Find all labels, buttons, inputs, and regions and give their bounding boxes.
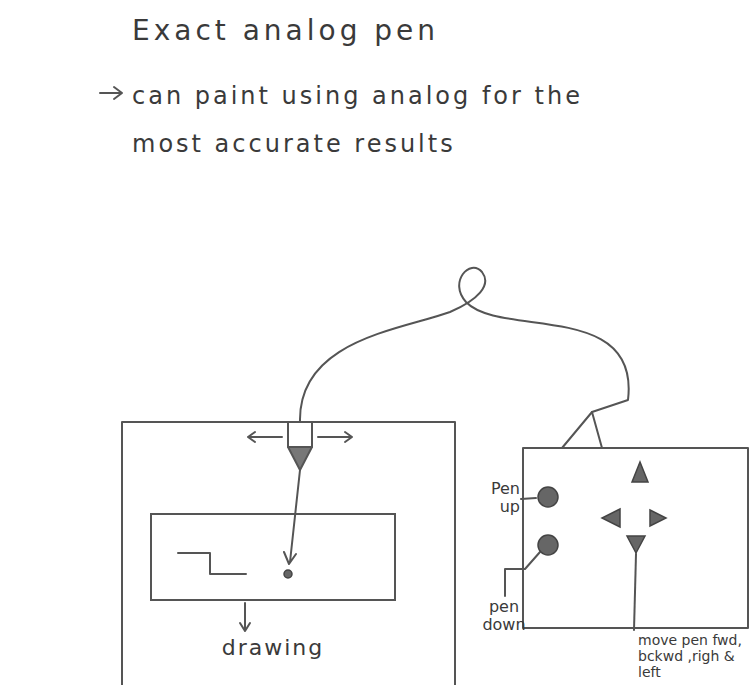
callout-label: pen down (468, 598, 540, 634)
drawing-area: drawing (150, 513, 396, 601)
title: Exact analog pen (132, 14, 439, 47)
left-button (602, 509, 620, 527)
cable (562, 412, 602, 448)
pen-down-button (538, 535, 558, 555)
callout-label: move pen fwd, bckwd ,righ & left (638, 632, 750, 680)
area-label: drawing (152, 635, 394, 660)
label-arrow (240, 603, 250, 631)
move-arrow (248, 432, 282, 442)
callout-label: Pen up (476, 480, 520, 516)
right-button (650, 510, 666, 526)
device-housing (122, 422, 455, 685)
pen-holder (288, 422, 312, 447)
leader-line (521, 498, 536, 499)
drawn-line (178, 553, 246, 574)
pen-up-button (538, 487, 558, 507)
leader-line (634, 554, 636, 630)
up-button (632, 462, 648, 482)
bullet-arrow (100, 87, 122, 99)
note: can paint using analog for the most accu… (132, 72, 602, 168)
leader-line (505, 552, 540, 596)
pen-pointer (284, 470, 300, 564)
cable (300, 268, 629, 422)
down-button (627, 536, 645, 553)
move-arrow (318, 432, 352, 442)
pen-tip (288, 447, 312, 470)
pen-dot (284, 570, 292, 578)
